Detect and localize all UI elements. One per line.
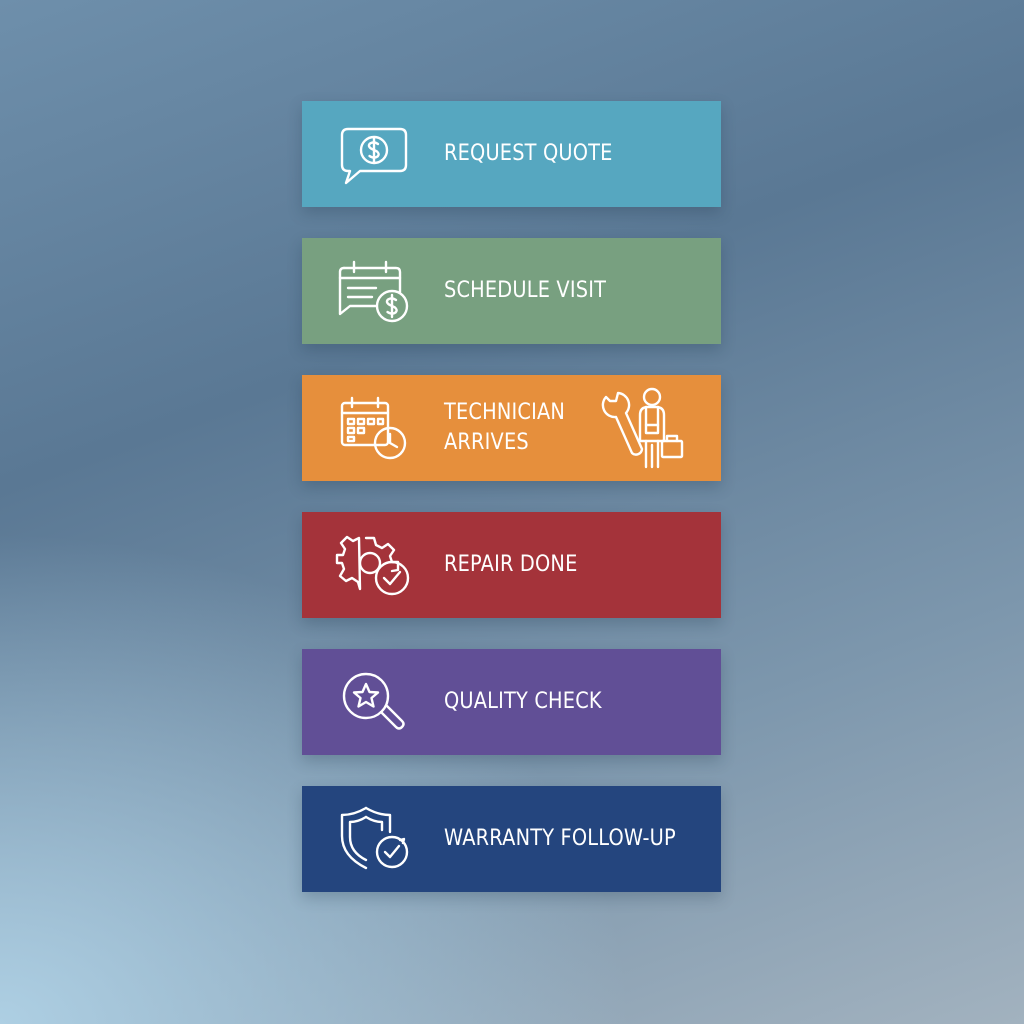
step-label: REQUEST QUOTE	[444, 141, 613, 166]
step-label: WARRANTY FOLLOW-UP	[444, 826, 676, 851]
shield-check-icon	[330, 806, 416, 872]
step-schedule-visit[interactable]: SCHEDULE VISIT	[302, 238, 721, 344]
calendar-clock-icon	[330, 395, 416, 461]
step-label: SCHEDULE VISIT	[444, 278, 607, 303]
step-quality-check[interactable]: QUALITY CHECK	[302, 649, 721, 755]
step-request-quote[interactable]: REQUEST QUOTE	[302, 101, 721, 207]
step-label: REPAIR DONE	[444, 552, 578, 577]
gear-check-icon	[330, 532, 416, 598]
speech-bubble-dollar-icon	[330, 121, 416, 187]
step-technician-arrives[interactable]: TECHNICIAN ARRIVES	[302, 375, 721, 481]
technician-wrench-toolbox-icon	[596, 385, 688, 473]
step-label: QUALITY CHECK	[444, 689, 602, 714]
step-label: TECHNICIAN ARRIVES	[444, 400, 566, 455]
calendar-message-dollar-icon	[330, 258, 416, 324]
step-repair-done[interactable]: REPAIR DONE	[302, 512, 721, 618]
process-steps: REQUEST QUOTE SCHEDULE VISIT	[302, 101, 721, 892]
step-warranty-follow-up[interactable]: WARRANTY FOLLOW-UP	[302, 786, 721, 892]
magnifier-star-icon	[330, 669, 416, 735]
